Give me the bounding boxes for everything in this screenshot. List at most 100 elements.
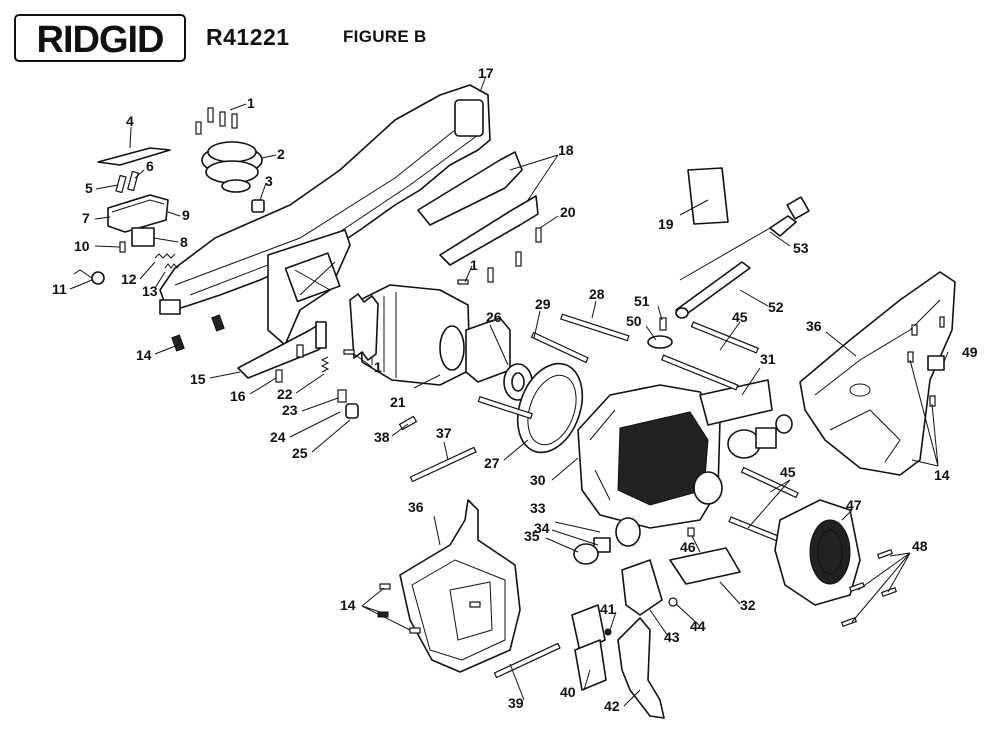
- svg-text:RIDGID: RIDGID: [37, 19, 164, 61]
- part-screws-20: [487, 227, 542, 283]
- part-34: [593, 537, 611, 553]
- callout-35: 35: [524, 528, 540, 544]
- callout-20: 20: [560, 204, 576, 220]
- part-end-cap: [774, 499, 861, 606]
- part-screw-29: [530, 331, 589, 364]
- part-46: [687, 527, 695, 537]
- part-screw-45c: [740, 466, 799, 499]
- callout-38: 38: [374, 429, 390, 445]
- callout-1-b: 1: [470, 257, 478, 273]
- callout-40: 40: [560, 684, 576, 700]
- part-label-19: [687, 167, 729, 225]
- callout-28: 28: [589, 286, 605, 302]
- callout-9: 9: [182, 207, 190, 223]
- callout-50: 50: [626, 313, 642, 329]
- part-blade-clamp: [201, 141, 263, 193]
- callout-36-left: 36: [408, 499, 424, 515]
- callout-24: 24: [270, 429, 286, 445]
- callout-11: 11: [52, 281, 67, 297]
- part-screw-22: [296, 344, 304, 358]
- part-screws-14-left: [171, 314, 225, 352]
- callout-19: 19: [658, 216, 674, 232]
- callout-14-b: 14: [934, 467, 950, 483]
- part-label-31: [699, 379, 773, 426]
- callout-32: 32: [740, 597, 756, 613]
- part-screw-28: [560, 313, 630, 342]
- callout-23: 23: [282, 402, 298, 418]
- callout-21: 21: [390, 394, 406, 410]
- callout-33: 33: [530, 500, 546, 516]
- part-rod-37: [409, 446, 477, 483]
- figure-title: FIGURE B: [343, 27, 427, 46]
- callout-31: 31: [760, 351, 776, 367]
- part-clamp-50: [647, 335, 673, 349]
- part-screw-16: [275, 369, 283, 383]
- callout-6: 6: [146, 158, 154, 174]
- part-screws-48: [840, 548, 898, 628]
- part-35: [573, 543, 599, 565]
- callout-42: 42: [604, 698, 620, 714]
- part-bushing: [251, 199, 265, 213]
- part-gear: [727, 414, 793, 459]
- callout-52: 52: [768, 299, 784, 315]
- part-switch-49: [927, 355, 945, 371]
- callout-47: 47: [846, 497, 862, 513]
- part-screw-5: [115, 174, 127, 194]
- callout-30: 30: [530, 472, 546, 488]
- part-screw-1c: [343, 349, 355, 355]
- callout-45-b: 45: [780, 464, 796, 480]
- callout-14-c: 14: [340, 597, 356, 613]
- leader-lines: [69, 75, 949, 707]
- part-spring-clip: [73, 269, 105, 285]
- callout-13: 13: [142, 283, 158, 299]
- callout-37: 37: [436, 425, 452, 441]
- part-cover-left: [399, 499, 521, 673]
- model-number: R41221: [206, 24, 290, 50]
- callout-45-a: 45: [732, 309, 748, 325]
- part-cord-sleeve: [675, 261, 751, 317]
- part-screw-6: [127, 170, 139, 192]
- part-motor-housing: [577, 384, 723, 529]
- part-33: [615, 517, 641, 547]
- part-baffle-ring: [516, 362, 584, 454]
- callout-27: 27: [484, 455, 500, 471]
- part-spring-23: [320, 356, 330, 373]
- callout-3: 3: [265, 173, 273, 189]
- part-spring-12: [154, 253, 176, 259]
- callout-4: 4: [126, 113, 134, 129]
- callout-49: 49: [962, 344, 978, 360]
- part-screw-51: [659, 317, 667, 331]
- part-screw-27b: [477, 395, 534, 420]
- callout-14-a: 14: [136, 347, 152, 363]
- callout-17: 17: [478, 65, 494, 81]
- part-latch: [131, 227, 155, 247]
- part-power-cord: [679, 196, 810, 281]
- part-screw-38: [398, 415, 418, 431]
- callout-48: 48: [912, 538, 928, 554]
- part-pin: [119, 241, 126, 253]
- callout-8: 8: [180, 234, 188, 250]
- part-cover-right: [799, 271, 956, 476]
- part-armature: [349, 284, 511, 386]
- part-clamp-block: [107, 194, 169, 233]
- part-sleeve-end: [675, 307, 689, 319]
- part-housing-top: [159, 84, 491, 346]
- callout-7: 7: [82, 210, 90, 226]
- part-switch-40: [571, 604, 607, 691]
- callout-16: 16: [230, 388, 246, 404]
- part-screw-1b: [457, 279, 469, 285]
- callout-12: 12: [121, 271, 137, 287]
- part-guard-arm: [237, 321, 327, 379]
- part-rod-39: [493, 642, 561, 679]
- callout-1-c: 1: [374, 359, 382, 375]
- part-upper-guard: [417, 151, 539, 266]
- part-cap-25: [345, 403, 359, 419]
- part-screw-41: [604, 628, 612, 636]
- callout-18: 18: [558, 142, 574, 158]
- callout-41: 41: [600, 601, 616, 617]
- callout-29: 29: [535, 296, 551, 312]
- callout-26: 26: [486, 309, 502, 325]
- callout-44: 44: [690, 618, 706, 634]
- ridgid-logo: RIDGID: [14, 14, 186, 67]
